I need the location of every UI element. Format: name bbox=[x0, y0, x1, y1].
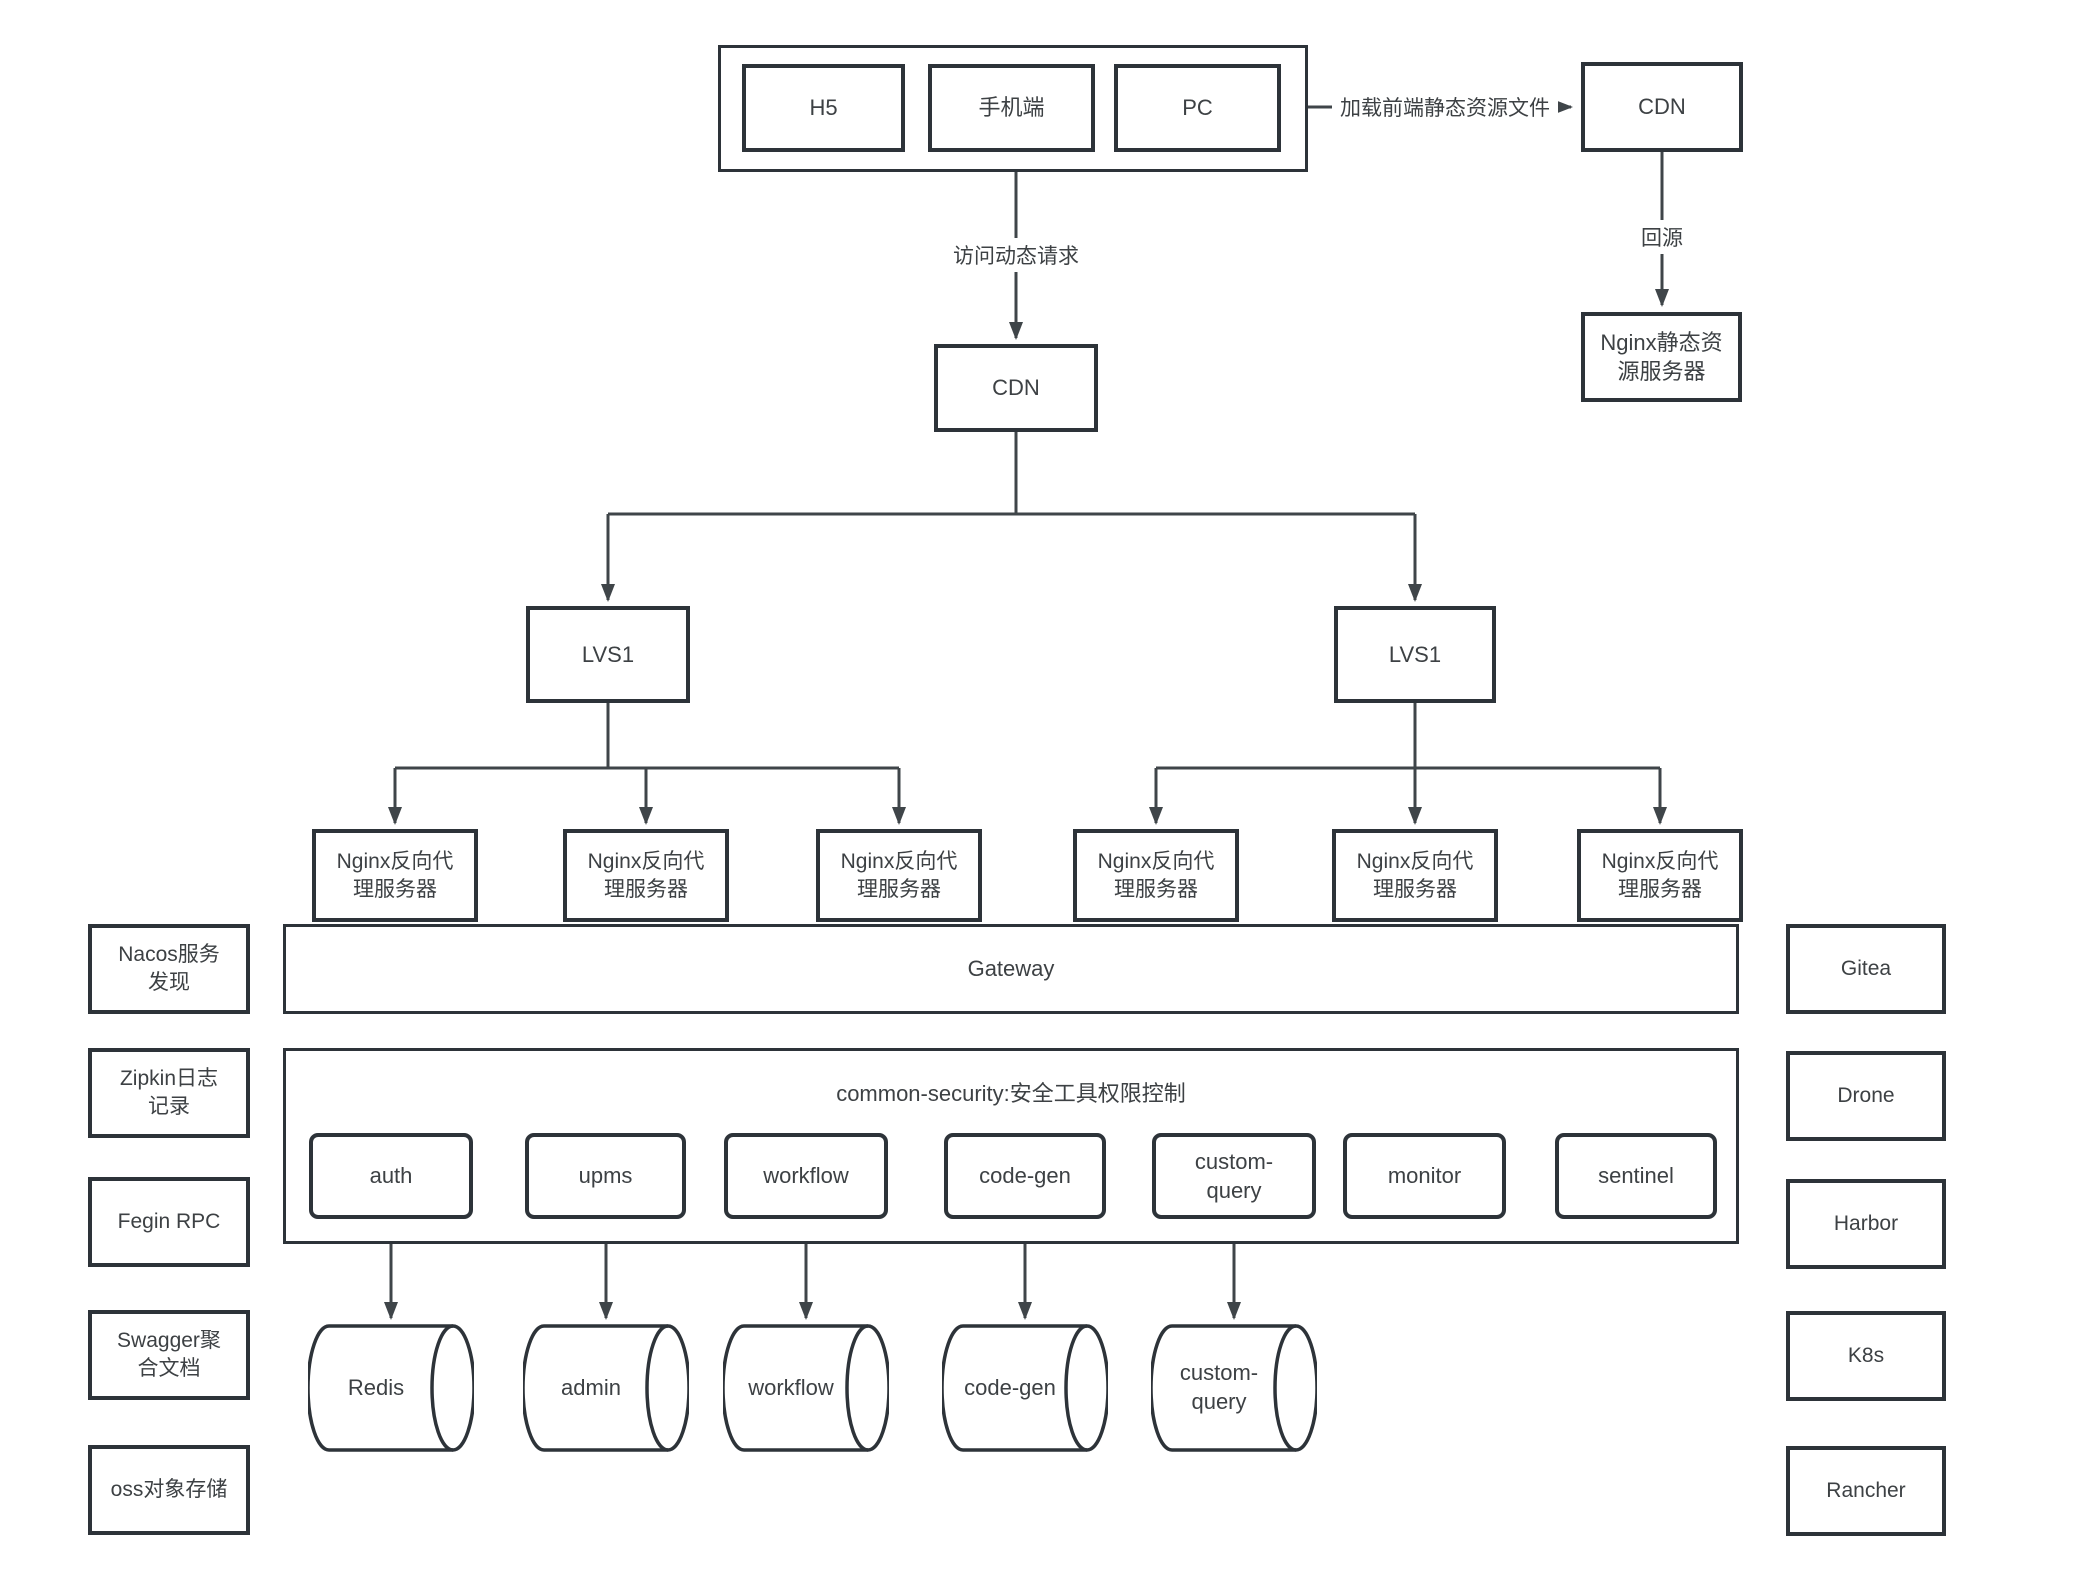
node-service-monitor: monitor bbox=[1343, 1133, 1506, 1219]
service-label: code-gen bbox=[979, 1163, 1071, 1189]
node-nginx-static-server: Nginx静态资 源服务器 bbox=[1581, 312, 1742, 402]
tool-label-line2: 发现 bbox=[148, 971, 190, 994]
proxy-label-line1: Nginx反向代 bbox=[336, 849, 454, 873]
node-pc-label: PC bbox=[1182, 95, 1213, 121]
node-lvs-right-label: LVS1 bbox=[1388, 641, 1442, 667]
tool-label: Harbor bbox=[1833, 1212, 1899, 1236]
service-label: auth bbox=[369, 1163, 413, 1189]
proxy-label-line1: Nginx反向代 bbox=[587, 849, 705, 873]
node-service-auth: auth bbox=[309, 1133, 473, 1219]
node-nginx-proxy-4: Nginx反向代 理服务器 bbox=[1073, 829, 1239, 922]
tool-label: Rancher bbox=[1826, 1479, 1906, 1503]
node-mobile: 手机端 bbox=[928, 64, 1095, 152]
tool-label-line1: Nacos服务 bbox=[118, 943, 220, 967]
proxy-label-line1: Nginx反向代 bbox=[1097, 849, 1215, 873]
common-security-title: common-security:安全工具权限控制 bbox=[836, 1081, 1186, 1106]
service-label: monitor bbox=[1387, 1163, 1462, 1189]
database-cylinder-icon bbox=[308, 1324, 474, 1452]
tool-label: K8s bbox=[1847, 1344, 1885, 1368]
node-lvs-left: LVS1 bbox=[526, 606, 690, 703]
edge-label-load-static: 加载前端静态资源文件 bbox=[1332, 90, 1558, 124]
node-pc: PC bbox=[1114, 64, 1281, 152]
node-h5: H5 bbox=[742, 64, 905, 152]
datastore-label-line2: query bbox=[1191, 1389, 1247, 1414]
node-nginx-proxy-3: Nginx反向代 理服务器 bbox=[816, 829, 982, 922]
node-service-sentinel: sentinel bbox=[1555, 1133, 1717, 1219]
tool-label: Drone bbox=[1837, 1084, 1895, 1108]
node-nginx-static-line2: 源服务器 bbox=[1617, 359, 1706, 384]
node-tool-harbor: Harbor bbox=[1786, 1179, 1946, 1269]
service-label-line1: custom- bbox=[1194, 1148, 1274, 1174]
node-nginx-proxy-5: Nginx反向代 理服务器 bbox=[1332, 829, 1498, 922]
service-label: sentinel bbox=[1598, 1163, 1674, 1189]
node-nginx-proxy-1: Nginx反向代 理服务器 bbox=[312, 829, 478, 922]
node-h5-label: H5 bbox=[809, 95, 838, 121]
node-nginx-static-line1: Nginx静态资 bbox=[1600, 329, 1723, 355]
node-cdn-edge-label: CDN bbox=[1638, 94, 1686, 120]
proxy-label-line1: Nginx反向代 bbox=[1356, 849, 1474, 873]
proxy-label-line1: Nginx反向代 bbox=[1601, 849, 1719, 873]
datastore-label: Redis bbox=[347, 1374, 405, 1400]
node-tool-gitea: Gitea bbox=[1786, 924, 1946, 1014]
service-label-line2: query bbox=[1206, 1178, 1262, 1203]
datastore-label: workflow bbox=[748, 1374, 834, 1400]
node-service-custom-query: custom- query bbox=[1152, 1133, 1316, 1219]
datastore-workflow: workflow bbox=[723, 1324, 889, 1452]
database-cylinder-icon bbox=[723, 1324, 889, 1452]
proxy-label-line2: 理服务器 bbox=[353, 877, 437, 901]
node-nginx-proxy-2: Nginx反向代 理服务器 bbox=[563, 829, 729, 922]
tool-label-line1: Swagger聚 bbox=[117, 1329, 221, 1353]
datastore-redis: Redis bbox=[308, 1324, 474, 1452]
datastore-admin: admin bbox=[523, 1324, 689, 1452]
node-cdn-main: CDN bbox=[934, 344, 1098, 432]
node-cdn-main-label: CDN bbox=[992, 375, 1040, 401]
node-cdn-edge: CDN bbox=[1581, 62, 1743, 152]
datastore-custom-query: custom- query bbox=[1151, 1324, 1317, 1452]
tool-label: Gitea bbox=[1840, 957, 1892, 981]
tool-label-line2: 记录 bbox=[148, 1095, 190, 1118]
node-tool-k8s: K8s bbox=[1786, 1311, 1946, 1401]
tool-label: Fegin RPC bbox=[117, 1210, 221, 1234]
edge-label-back-to-origin: 回源 bbox=[1633, 220, 1691, 254]
node-tool-drone: Drone bbox=[1786, 1051, 1946, 1141]
node-tool-fegin-rpc: Fegin RPC bbox=[88, 1177, 250, 1267]
tool-label-line1: Zipkin日志 bbox=[119, 1067, 219, 1091]
node-nginx-proxy-6: Nginx反向代 理服务器 bbox=[1577, 829, 1743, 922]
node-service-upms: upms bbox=[525, 1133, 686, 1219]
datastore-label-line1: custom- bbox=[1179, 1360, 1259, 1386]
proxy-label-line1: Nginx反向代 bbox=[840, 849, 958, 873]
datastore-label: admin bbox=[561, 1374, 621, 1400]
node-gateway-label: Gateway bbox=[967, 956, 1055, 982]
service-label: workflow bbox=[763, 1163, 849, 1189]
proxy-label-line2: 理服务器 bbox=[604, 877, 688, 901]
node-tool-nacos: Nacos服务 发现 bbox=[88, 924, 250, 1014]
node-tool-oss: oss对象存储 bbox=[88, 1445, 250, 1535]
node-tool-rancher: Rancher bbox=[1786, 1446, 1946, 1536]
node-lvs-right: LVS1 bbox=[1334, 606, 1496, 703]
proxy-label-line2: 理服务器 bbox=[1114, 877, 1198, 901]
node-lvs-left-label: LVS1 bbox=[581, 641, 635, 667]
node-service-code-gen: code-gen bbox=[944, 1133, 1106, 1219]
datastore-code-gen: code-gen bbox=[942, 1324, 1108, 1452]
node-tool-swagger: Swagger聚 合文档 bbox=[88, 1310, 250, 1400]
proxy-label-line2: 理服务器 bbox=[1618, 877, 1702, 901]
database-cylinder-icon bbox=[523, 1324, 689, 1452]
node-mobile-label: 手机端 bbox=[978, 95, 1045, 121]
tool-label-line2: 合文档 bbox=[137, 1357, 201, 1380]
proxy-label-line2: 理服务器 bbox=[857, 877, 941, 901]
node-gateway: Gateway bbox=[283, 924, 1739, 1014]
database-cylinder-icon bbox=[1151, 1324, 1317, 1452]
service-label: upms bbox=[578, 1163, 633, 1189]
proxy-label-line2: 理服务器 bbox=[1373, 877, 1457, 901]
edge-label-dynamic-request: 访问动态请求 bbox=[945, 238, 1087, 272]
node-service-workflow: workflow bbox=[724, 1133, 888, 1219]
datastore-label: code-gen bbox=[964, 1374, 1056, 1400]
database-cylinder-icon bbox=[942, 1324, 1108, 1452]
node-tool-zipkin: Zipkin日志 记录 bbox=[88, 1048, 250, 1138]
tool-label: oss对象存储 bbox=[110, 1478, 228, 1502]
